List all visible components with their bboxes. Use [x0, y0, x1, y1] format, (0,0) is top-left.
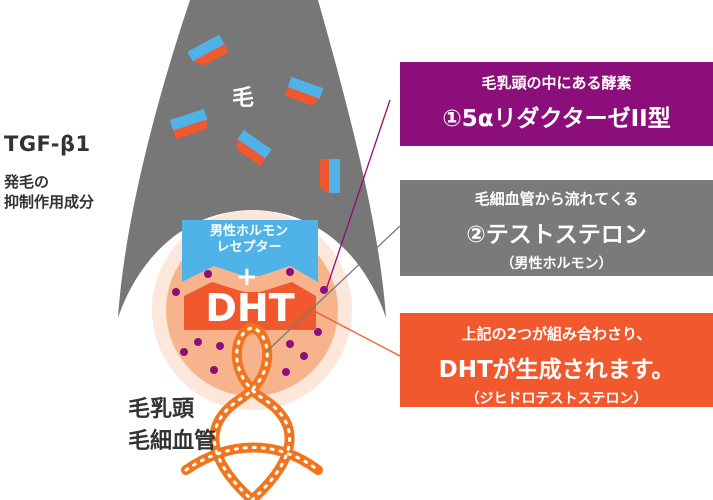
receptor-label-line1: 男性ホルモン	[209, 224, 288, 239]
androgen-receptor	[182, 220, 318, 282]
hair-cell-chips	[169, 34, 340, 193]
dht-label: DHT	[205, 286, 295, 330]
receptor-label-line2: レセプター	[216, 240, 282, 255]
papilla-label: 毛乳頭	[128, 397, 195, 422]
testosterone-callout-line	[265, 225, 401, 353]
testosterone-box: 毛細血管から流れてくる ②テストステロン （男性ホルモン）	[400, 180, 713, 276]
enzyme-callout-line	[325, 99, 391, 291]
dht-callout-line	[315, 311, 401, 357]
dht-result-box: 上記の2つが組み合わさり、 DHTが生成されます。 （ジヒドロテストステロン）	[400, 313, 713, 407]
receptor-label: 男性ホルモン レセプター	[184, 224, 314, 256]
tgf-description-line1: 発毛の	[4, 173, 50, 191]
capillary-label: 毛細血管	[128, 429, 217, 454]
hair-label: 毛	[232, 86, 255, 111]
dht-block	[184, 282, 316, 330]
dht-result-box-line3: （ジヒドロテストステロン）	[465, 391, 648, 407]
enzyme-box: 毛乳頭の中にある酵素 ①5αリダクターゼII型	[400, 62, 713, 146]
testosterone-box-line2: ②テストステロン	[466, 222, 647, 248]
dht-result-box-line1: 上記の2つが組み合わさり、	[461, 325, 652, 343]
tgf-description-line2: 抑制作用成分	[4, 193, 95, 211]
testosterone-box-line1: 毛細血管から流れてくる	[474, 190, 639, 208]
plus-sign: +	[236, 262, 258, 292]
testosterone-box-line3: （男性ホルモン）	[500, 256, 613, 272]
tgf-title: TGF-β1	[4, 132, 91, 156]
capillary	[181, 322, 323, 500]
enzyme-box-line1: 毛乳頭の中にある酵素	[481, 74, 632, 92]
enzyme-box-line2: ①5αリダクターゼII型	[442, 106, 671, 132]
dht-result-box-line2: DHTが生成されます。	[438, 357, 675, 383]
enzyme-dots	[172, 268, 328, 376]
tgf-description: 発毛の 抑制作用成分	[4, 172, 144, 212]
papilla-capillary-label: 毛乳頭 毛細血管	[128, 394, 216, 458]
